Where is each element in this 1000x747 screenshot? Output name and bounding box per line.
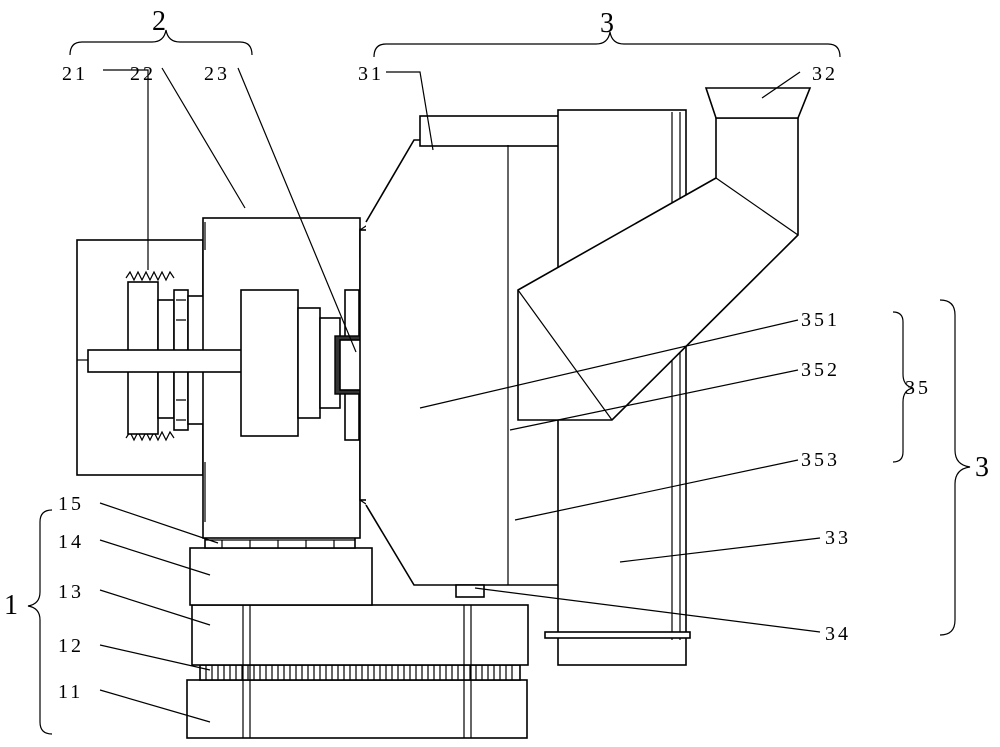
label-3-right: 3: [975, 452, 989, 483]
label-351: 351: [801, 309, 840, 331]
label-1: 1: [4, 590, 18, 621]
label-31: 31: [358, 63, 384, 85]
part-32-hopper: [704, 87, 812, 119]
bracket-35: [892, 311, 914, 463]
label-14: 14: [58, 531, 84, 553]
label-33: 33: [825, 527, 851, 549]
part-14: [189, 547, 373, 606]
frame-top: [419, 115, 567, 147]
bracket-3-top: [373, 31, 841, 58]
bracket-2: [69, 29, 253, 56]
label-15: 15: [58, 493, 84, 515]
chute: [517, 117, 799, 421]
label-35: 35: [905, 377, 931, 399]
gearbox-studs: [204, 222, 361, 522]
label-2: 2: [152, 6, 166, 37]
label-23: 23: [204, 63, 230, 85]
label-352: 352: [801, 359, 840, 381]
label-13: 13: [58, 581, 84, 603]
label-11: 11: [58, 681, 83, 703]
part-13: [191, 604, 529, 666]
tower-foot: [544, 631, 691, 639]
part-34-outlet: [455, 584, 485, 598]
drive-drum: [240, 289, 299, 437]
label-22: 22: [130, 63, 156, 85]
label-3-top: 3: [600, 8, 614, 39]
chute-edges: [517, 177, 799, 421]
part-11: [186, 679, 528, 739]
bracket-1: [27, 509, 53, 735]
bracket-3-right: [939, 299, 971, 636]
label-21: 21: [62, 63, 88, 85]
label-353: 353: [801, 449, 840, 471]
label-34: 34: [825, 623, 851, 645]
input-shaft: [87, 349, 245, 373]
drive-hub: [297, 307, 321, 419]
base-rails: [242, 605, 472, 738]
leader-lines: [99, 67, 821, 723]
part-12-rack: [199, 664, 521, 681]
label-12: 12: [58, 635, 84, 657]
label-32: 32: [812, 63, 838, 85]
